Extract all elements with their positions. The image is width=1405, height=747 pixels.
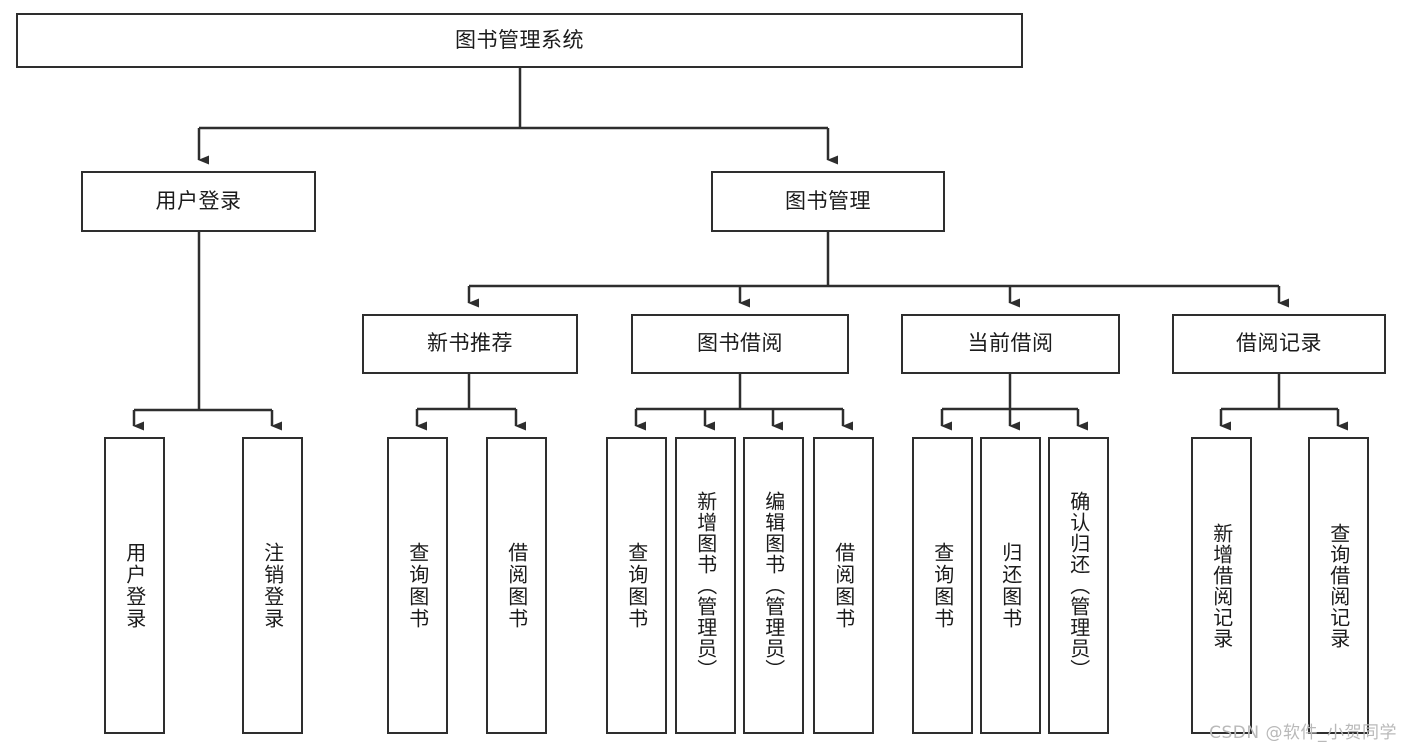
node-label: 图书管理系统 bbox=[455, 27, 584, 52]
node-label: 查询借阅记录 bbox=[1326, 522, 1351, 649]
node-borrow-records[interactable]: 借阅记录 bbox=[1172, 314, 1386, 374]
node-label: 图书管理 bbox=[785, 188, 871, 213]
node-new-book-recommendation[interactable]: 新书推荐 bbox=[362, 314, 578, 374]
leaf-book-borrow-edit-admin[interactable]: 编辑图书（管理员） bbox=[743, 437, 804, 734]
leaf-book-borrow-borrow[interactable]: 借阅图书 bbox=[813, 437, 874, 734]
leaf-book-borrow-query[interactable]: 查询图书 bbox=[606, 437, 667, 734]
node-label: 查询图书 bbox=[405, 541, 430, 630]
leaf-current-borrow-query[interactable]: 查询图书 bbox=[912, 437, 973, 734]
node-label: 查询图书 bbox=[624, 541, 649, 630]
leaf-current-borrow-confirm-admin[interactable]: 确认归还（管理员） bbox=[1048, 437, 1109, 734]
node-label: 新增图书（管理员） bbox=[693, 491, 718, 680]
leaf-new-book-query[interactable]: 查询图书 bbox=[387, 437, 448, 734]
watermark-text: CSDN @软件_小贺同学 bbox=[1209, 723, 1397, 743]
node-root-system[interactable]: 图书管理系统 bbox=[16, 13, 1023, 68]
leaf-new-book-borrow[interactable]: 借阅图书 bbox=[486, 437, 547, 734]
node-label: 编辑图书（管理员） bbox=[761, 491, 786, 680]
node-label: 查询图书 bbox=[930, 541, 955, 630]
node-book-borrowing[interactable]: 图书借阅 bbox=[631, 314, 849, 374]
leaf-book-borrow-add-admin[interactable]: 新增图书（管理员） bbox=[675, 437, 736, 734]
node-label: 借阅记录 bbox=[1236, 331, 1322, 356]
node-label: 用户登录 bbox=[122, 541, 147, 630]
leaf-borrow-record-add[interactable]: 新增借阅记录 bbox=[1191, 437, 1252, 734]
leaf-user-login-logout[interactable]: 注销登录 bbox=[242, 437, 303, 734]
node-label: 确认归还（管理员） bbox=[1066, 491, 1091, 680]
node-label: 新书推荐 bbox=[427, 331, 513, 356]
node-current-borrowing[interactable]: 当前借阅 bbox=[901, 314, 1120, 374]
node-user-login[interactable]: 用户登录 bbox=[81, 171, 316, 232]
node-label: 借阅图书 bbox=[504, 541, 529, 630]
node-label: 归还图书 bbox=[998, 541, 1023, 630]
leaf-user-login-login[interactable]: 用户登录 bbox=[104, 437, 165, 734]
node-label: 图书借阅 bbox=[697, 331, 783, 356]
node-label: 用户登录 bbox=[155, 188, 242, 213]
node-label: 当前借阅 bbox=[967, 331, 1054, 356]
leaf-current-borrow-return[interactable]: 归还图书 bbox=[980, 437, 1041, 734]
leaf-borrow-record-query[interactable]: 查询借阅记录 bbox=[1308, 437, 1369, 734]
node-label: 注销登录 bbox=[260, 541, 285, 630]
node-label: 借阅图书 bbox=[831, 541, 856, 630]
node-book-management[interactable]: 图书管理 bbox=[711, 171, 945, 232]
node-label: 新增借阅记录 bbox=[1209, 522, 1234, 649]
